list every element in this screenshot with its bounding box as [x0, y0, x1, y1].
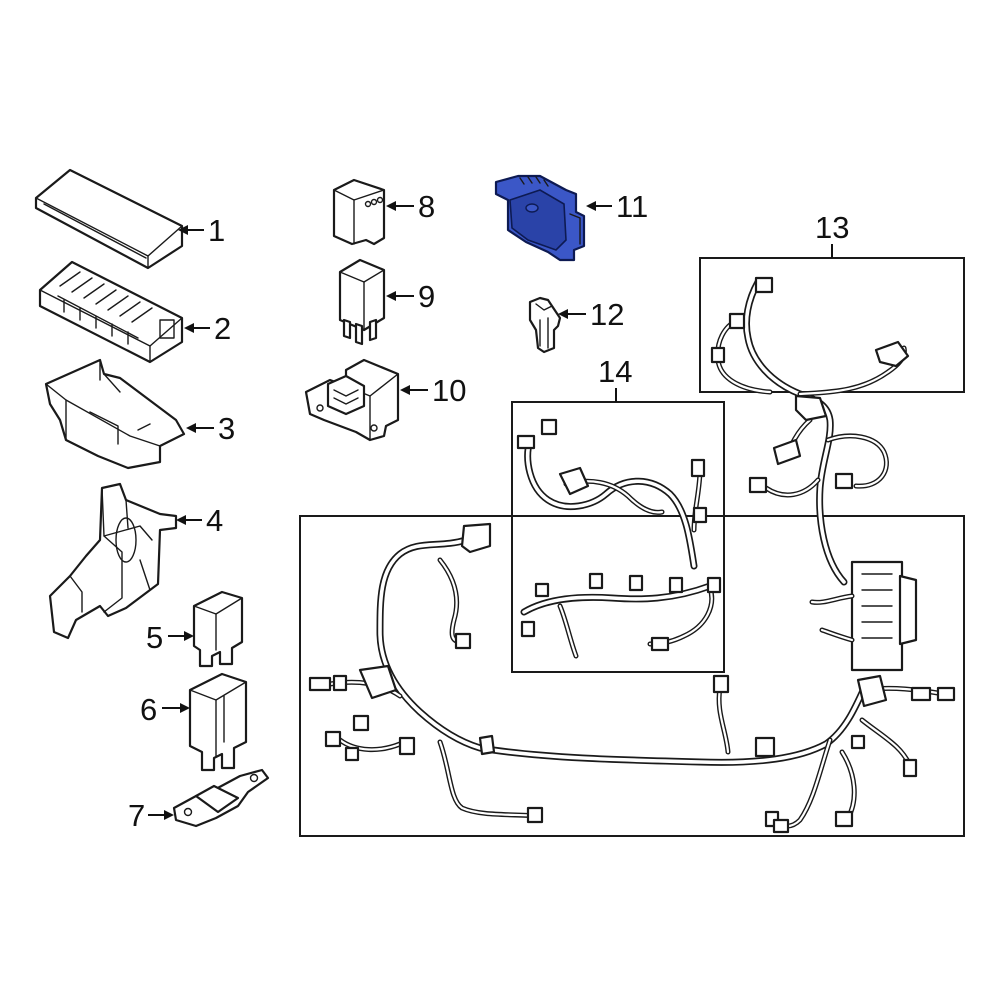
part-12-connector-clip[interactable] [528, 296, 562, 354]
part-9-relay-cube[interactable] [338, 258, 386, 346]
callout-14-label: 14 [598, 354, 632, 389]
callout-3-label: 3 [218, 411, 235, 446]
part-5-fuse[interactable] [192, 590, 244, 668]
part-1-fuse-box-cover[interactable] [34, 168, 184, 270]
part-2-fuse-box[interactable] [38, 260, 184, 364]
part-3-lower-tray[interactable] [44, 358, 186, 470]
part-10-module[interactable] [304, 358, 400, 442]
callout-9-label: 9 [418, 279, 435, 314]
part-4-bracket[interactable] [48, 482, 178, 640]
frame-main-harness [299, 515, 965, 837]
callout-8-label: 8 [418, 189, 435, 224]
harness-13[interactable] [710, 276, 918, 672]
callout-4-label: 4 [206, 503, 223, 538]
part-11-control-module[interactable] [494, 174, 586, 262]
part-8-relay[interactable] [332, 178, 386, 246]
callout-7-label: 7 [128, 798, 145, 833]
callout-2-label: 2 [214, 311, 231, 346]
callout-6-label: 6 [140, 692, 157, 727]
callout-5-label: 5 [146, 620, 163, 655]
frame-14 [511, 401, 725, 673]
callout-11-label: 11 [616, 189, 648, 224]
part-6-fuse-large[interactable] [188, 672, 248, 772]
callout-1-label: 1 [208, 213, 225, 248]
main-harness[interactable] [308, 522, 956, 834]
callout-12-label: 12 [590, 297, 624, 332]
callout-13-label: 13 [815, 210, 849, 245]
part-7-strip-fuse[interactable] [172, 768, 270, 828]
harness-14[interactable] [516, 418, 722, 659]
callout-10-label: 10 [432, 373, 466, 408]
